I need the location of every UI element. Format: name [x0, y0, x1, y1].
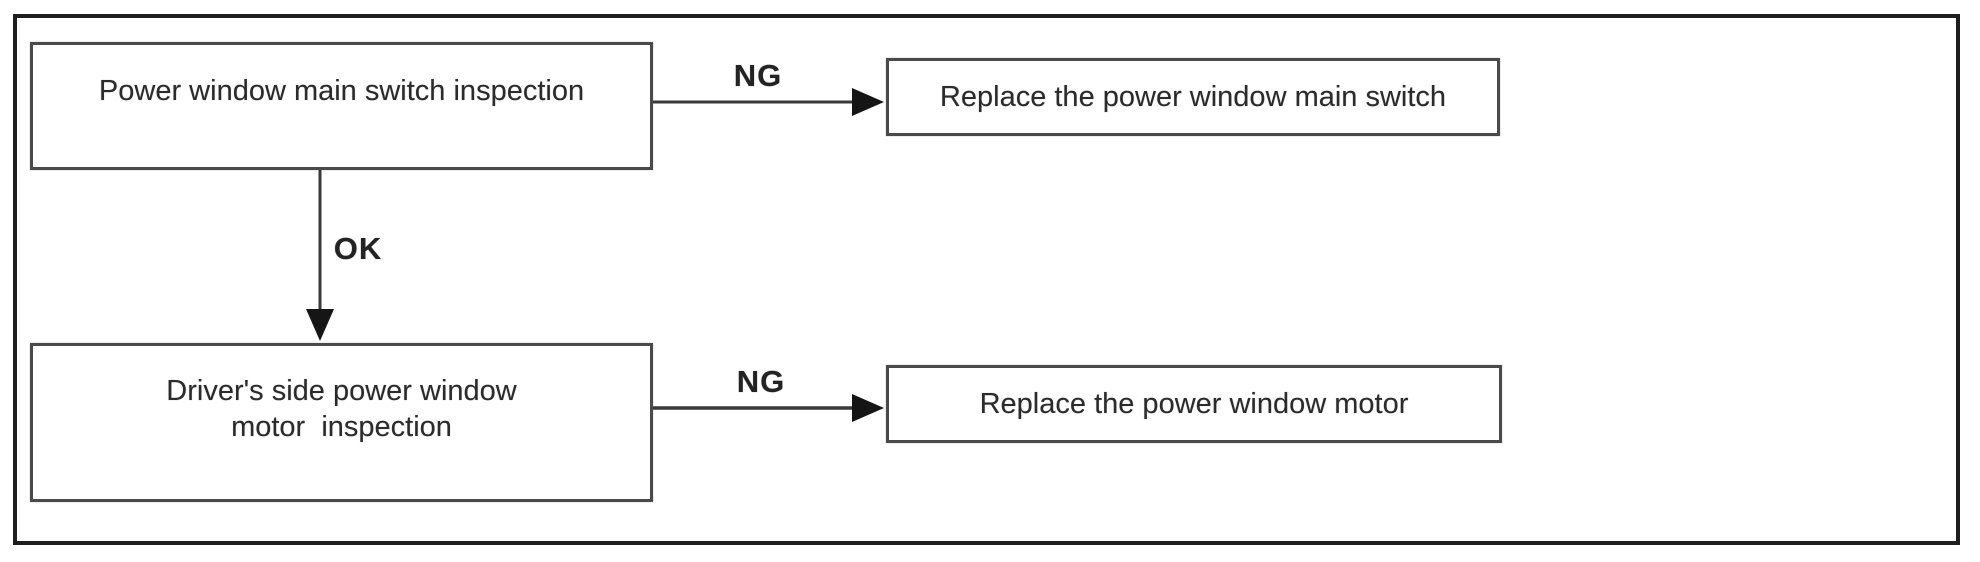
- flow-node-replace-main-switch: Replace the power window main switch: [886, 58, 1500, 136]
- edge-label-ok: OK: [333, 231, 383, 266]
- flow-node-main-switch-inspection: Power window main switch inspection: [30, 42, 653, 170]
- edge-label-ng-top: NG: [733, 58, 783, 93]
- flow-node-label: Replace the power window main switch: [939, 81, 1447, 113]
- flow-node-label: Power window main switch inspection: [98, 75, 585, 107]
- flow-node-label: Replace the power window motor: [979, 388, 1409, 420]
- edge-label-ng-bottom: NG: [736, 364, 786, 399]
- flow-node-replace-motor: Replace the power window motor: [886, 365, 1502, 443]
- flow-node-motor-inspection: Driver's side power window motor inspect…: [30, 343, 653, 502]
- flow-node-label: Driver's side power window motor inspect…: [166, 374, 517, 443]
